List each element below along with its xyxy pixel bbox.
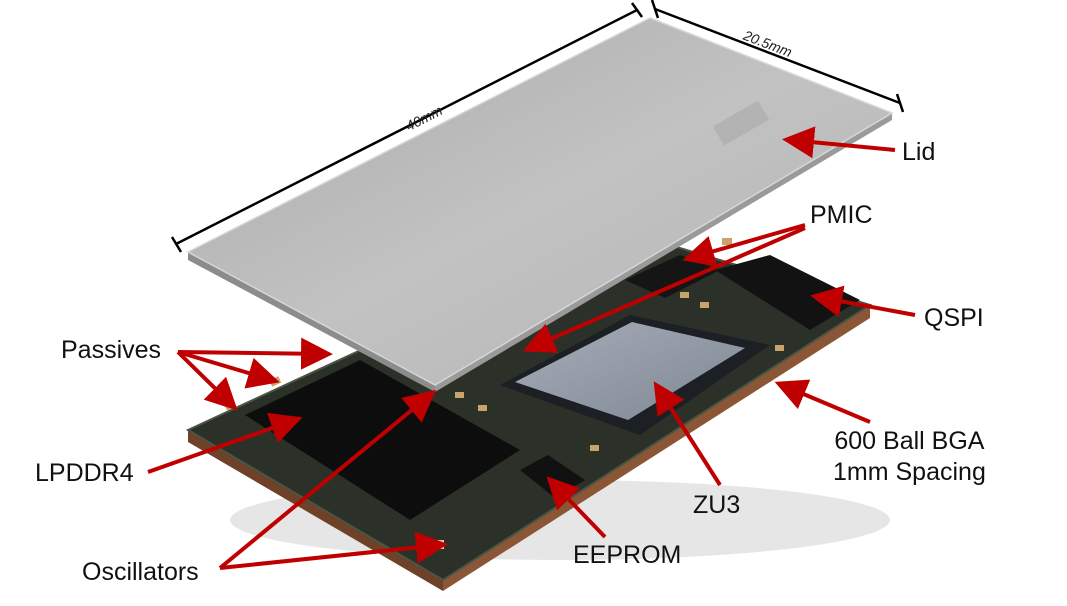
oscillators-arrow-1 (219, 531, 448, 570)
label-oscillators: Oscillators (82, 558, 199, 586)
zu3-die (515, 322, 745, 420)
passives-arrow-3 (176, 350, 238, 411)
label-zu3: ZU3 (693, 491, 741, 519)
lid-edge-right (435, 113, 892, 392)
pmic-arrow-1 (682, 223, 806, 267)
lid (186, 17, 894, 386)
dimension-width-text: 20.5mm (740, 27, 794, 61)
lid-arrow (782, 126, 896, 159)
lid-edge-front (188, 252, 435, 392)
label-eeprom: EEPROM (573, 541, 682, 569)
label-lpddr4: LPDDR4 (35, 459, 134, 487)
label-bga-line2: 1mm Spacing (833, 458, 986, 487)
eeprom-arrow (546, 476, 607, 539)
dimension-20-5mm (650, 0, 905, 113)
label-qspi: QSPI (924, 304, 984, 332)
zu3-arrow (653, 381, 722, 487)
label-bga: 600 Ball BGA 1mm Spacing (833, 426, 986, 489)
dimension-40mm (170, 2, 644, 253)
passives-arrow-1 (177, 337, 333, 370)
callout-arrows (147, 126, 916, 570)
pmic-arrow-2 (522, 226, 806, 354)
label-lid: Lid (902, 138, 936, 166)
pcb-board (188, 230, 870, 580)
label-bga-line1: 600 Ball BGA (834, 427, 985, 455)
lpddr4-arrow (147, 412, 303, 474)
bga-arrow (774, 379, 871, 424)
label-passives: Passives (61, 336, 162, 364)
oscillators-arrow-2 (218, 389, 437, 570)
lid-logo (712, 100, 770, 146)
qspi-arrow (810, 285, 916, 318)
lpddr4-chip (245, 360, 520, 520)
passives-arrow-2 (177, 350, 280, 389)
label-pmic: PMIC (810, 201, 873, 229)
